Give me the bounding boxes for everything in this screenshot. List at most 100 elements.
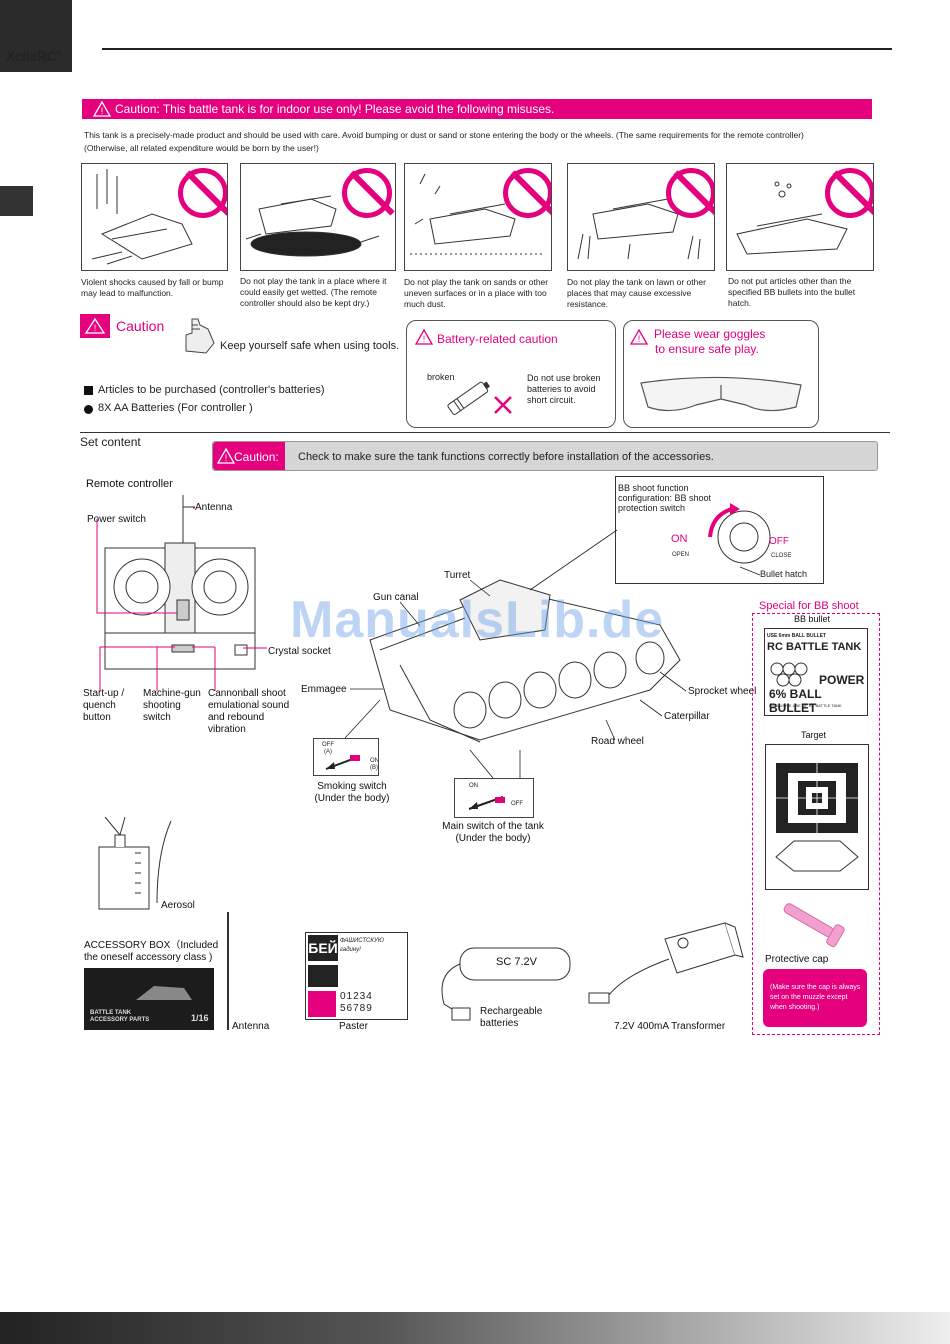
misuse-panel-1 <box>81 163 228 271</box>
no-entry-icon <box>503 168 551 218</box>
misuse-caption-2: Do not play the tank in a place where it… <box>240 276 387 308</box>
battery-pack-icon <box>441 947 571 1021</box>
bb-balls-icon <box>770 662 808 687</box>
battery-caution-text: Do not use broken batteries to avoid sho… <box>527 373 601 405</box>
switch-arrow-icon <box>325 755 360 770</box>
accessory-box-label: ACCESSORY BOX（Included the oneself acces… <box>84 940 219 963</box>
hand-tool-icon <box>185 318 215 354</box>
target-card <box>765 744 869 890</box>
paster-sheet: БЕЙ ФАШИСТСКУЮ гадину! 01234 56789 <box>305 932 408 1020</box>
battery-caution-title: Battery-related caution <box>437 332 558 346</box>
svg-text:!: ! <box>638 334 641 344</box>
misuse-panel-4 <box>567 163 715 271</box>
svg-text:!: ! <box>423 334 426 344</box>
special-bb-section <box>752 613 880 1035</box>
emmagee-label: Emmagee <box>301 684 347 695</box>
bb-close: CLOSE <box>771 553 792 559</box>
remote-title: Remote controller <box>86 478 173 490</box>
target-icon <box>776 763 858 833</box>
set-content-rule <box>80 432 890 433</box>
misuse-caption-1: Violent shocks caused by fall or bump ma… <box>81 277 224 298</box>
goggles-panel: ! Please wear goggles to ensure safe pla… <box>623 320 819 428</box>
banner-text: Caution: This battle tank is for indoor … <box>115 102 555 116</box>
no-entry-icon <box>178 168 227 218</box>
road-wheel-label: Road wheel <box>591 736 644 747</box>
antenna-accessory-label: Antenna <box>232 1021 270 1032</box>
pack-ball: 6% BALL BULLET <box>769 687 822 715</box>
smoke-off: OFF <box>322 742 334 748</box>
no-entry-icon <box>825 168 873 218</box>
caution-tools-text: Keep yourself safe when using tools. <box>220 340 400 352</box>
intro-line-2: (Otherwise, all related expenditure woul… <box>84 143 319 153</box>
bb-config-text: BB shoot function configuration: BB shoo… <box>618 483 712 513</box>
sprocket-label: Sprocket wheel <box>688 686 757 697</box>
smoke-switch-box: OFF (A) ON (B) <box>313 738 379 776</box>
misuse-panel-2 <box>240 163 396 271</box>
battery-pack-label: SC 7.2V <box>496 956 537 968</box>
bb-switch-diagram <box>708 503 771 564</box>
set-content-caution-bar: ! Caution: Check to make sure the tank f… <box>212 441 878 471</box>
warning-icon: ! <box>216 447 236 464</box>
paster-label: Paster <box>339 1021 368 1032</box>
purchase-item-2: 8X AA Batteries (For controller ) <box>98 402 253 414</box>
accessory-box: BATTLE TANK ACCESSORY PARTS 1/16 <box>84 968 214 1030</box>
tank-diagram <box>369 579 681 743</box>
main-switch-box: ON OFF <box>454 778 534 818</box>
smoke-label: Smoking switch (Under the body) <box>314 781 390 804</box>
misuse-caption-4: Do not play the tank on lawn or other pl… <box>567 277 706 309</box>
svg-text:!: ! <box>101 106 104 116</box>
warning-icon: ! <box>629 328 649 345</box>
paster-script: ФАШИСТСКУЮ гадину! <box>340 938 384 953</box>
main-off: OFF <box>511 801 523 807</box>
transformer-icon <box>588 922 744 1004</box>
svg-text:!: ! <box>225 453 228 463</box>
bb-config-panel: BB shoot function configuration: BB shoo… <box>615 476 824 584</box>
caution-badge: ! <box>80 314 110 338</box>
warning-icon: ! <box>84 317 106 334</box>
caution-check-text: Check to make sure the tank functions co… <box>298 451 714 463</box>
header-rule <box>102 48 892 50</box>
caterpillar-label: Caterpillar <box>664 711 710 722</box>
bb-off: OFF <box>769 536 789 547</box>
crystal-socket-label: Crystal socket <box>268 646 331 657</box>
purchase-item-1: Articles to be purchased (controller's b… <box>98 384 325 396</box>
main-switch-label: Main switch of the tank (Under the body) <box>442 821 544 844</box>
goggles-line-2: to ensure safe play. <box>655 342 759 356</box>
transformer-label: 7.2V 400mA Transformer <box>614 1021 726 1032</box>
no-entry-icon <box>666 168 714 218</box>
paster-block <box>308 965 338 987</box>
intro-line-1: This tank is a precisely-made product an… <box>84 130 804 140</box>
machine-gun-label: Machine-gun shooting switch <box>143 688 201 723</box>
misuse-caption-5: Do not put articles other than the speci… <box>728 276 856 308</box>
footer-gradient-bar <box>0 1312 950 1344</box>
main-on: ON <box>469 783 478 789</box>
dot-bullet-icon <box>84 405 93 414</box>
startup-label: Start-up / quench button <box>83 688 125 723</box>
remote-controller-diagram <box>96 495 267 691</box>
caution-title: Caution <box>116 318 165 334</box>
battery-icon <box>447 381 490 416</box>
paster-top: БЕЙ <box>308 935 338 961</box>
watermark: ManualsLib.de <box>290 591 665 649</box>
pack-small: EXCLUSIVE USE OF RC BATTLE TANK <box>769 703 842 708</box>
gun-canal-label: Gun canal <box>373 592 419 603</box>
square-bullet-icon <box>84 386 93 395</box>
bb-open: OPEN <box>672 552 690 558</box>
bb-bullet-label: BB bullet <box>794 614 831 624</box>
smoke-on: ON <box>370 758 379 764</box>
no-entry-icon <box>342 168 392 218</box>
protective-cap-icon <box>783 903 845 948</box>
turret-label: Turret <box>444 570 471 581</box>
paster-pink <box>308 991 336 1017</box>
tank-silhouette-icon <box>136 986 192 1000</box>
broken-label: broken <box>427 372 455 382</box>
pack-power: POWER <box>819 673 865 687</box>
brand-logo-block <box>0 0 72 72</box>
target-label: Target <box>801 730 827 740</box>
protective-cap-label: Protective cap <box>765 954 829 965</box>
section-tab <box>0 186 33 216</box>
battery-caution-panel: ! Battery-related caution broken Do not … <box>406 320 616 428</box>
bb-bullet-pack: USE 6mm BALL BULLET RC BATTLE TANK POWER… <box>764 628 868 716</box>
oil-bottle-icon <box>98 816 172 910</box>
